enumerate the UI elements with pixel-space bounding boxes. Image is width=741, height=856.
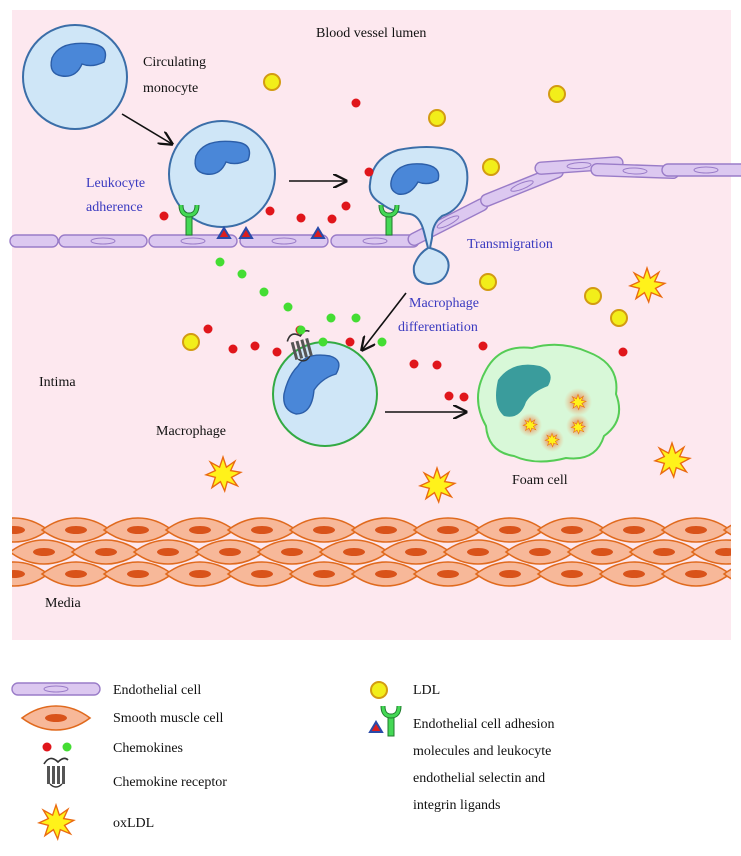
chemokine-red-dot	[265, 206, 275, 216]
svg-text:integrin ligands: integrin ligands	[413, 798, 501, 813]
chemokine-red-dot	[444, 391, 454, 401]
svg-text:Smooth muscle cell: Smooth muscle cell	[113, 711, 224, 726]
media-label: Media	[45, 596, 82, 611]
chemokine-red-dot	[203, 324, 213, 334]
chemokine-green-dot	[215, 257, 225, 267]
svg-text:Endothelial cell adhesion: Endothelial cell adhesion	[413, 717, 555, 732]
chemokine-green-dot	[259, 287, 269, 297]
chemokine-red-dot	[459, 392, 469, 402]
circulating-label-1: Circulating	[143, 55, 206, 70]
legend-chemokine-receptor: Chemokine receptor	[43, 757, 227, 790]
legend-ldl: LDL	[370, 681, 440, 699]
media-smooth-muscle	[12, 517, 731, 587]
svg-text:Endothelial cell: Endothelial cell	[113, 683, 201, 698]
adherent-monocyte	[168, 120, 276, 228]
chemokine-green-dot	[351, 313, 361, 323]
circulating-monocyte	[22, 24, 128, 130]
macrophage-label: Macrophage	[156, 424, 226, 439]
svg-text:molecules and leukocyte: molecules and leukocyte	[413, 744, 551, 759]
legend-chemokines: Chemokines	[42, 741, 183, 756]
chemokine-red-dot	[432, 360, 442, 370]
chemokine-red-dot	[296, 213, 306, 223]
svg-text:Chemokine receptor: Chemokine receptor	[113, 775, 227, 790]
chemokine-green-dot	[318, 337, 328, 347]
chemokine-green-dot	[377, 337, 387, 347]
svg-text:oxLDL: oxLDL	[113, 816, 154, 831]
legend-smooth-muscle: Smooth muscle cell	[21, 705, 224, 731]
macrophage-diff-label-2: differentiation	[398, 320, 478, 335]
chemokine-red-dot	[618, 347, 628, 357]
svg-text:endothelial selectin and: endothelial selectin and	[413, 771, 545, 786]
legend-endothelial: Endothelial cell	[11, 682, 201, 698]
svg-text:LDL: LDL	[413, 683, 440, 698]
chemokine-red-dot	[327, 214, 337, 224]
chemokine-green-dot	[296, 325, 306, 335]
leukocyte-label-1: Leukocyte	[86, 176, 145, 191]
chemokine-green-dot	[237, 269, 247, 279]
chemokine-red-dot	[341, 201, 351, 211]
chemokine-red-dot	[345, 337, 355, 347]
adhesion-molecules	[181, 205, 397, 239]
svg-text:Chemokines: Chemokines	[113, 741, 183, 756]
foam-cell	[477, 343, 620, 463]
arrows	[121, 113, 466, 412]
endothelium-layer	[9, 155, 741, 249]
transmigration-label: Transmigration	[467, 237, 553, 252]
chemokine-green-dot	[283, 302, 293, 312]
chemokine-red-dot	[478, 341, 488, 351]
macrophage-diff-label-1: Macrophage	[409, 296, 479, 311]
leukocyte-label-2: adherence	[86, 200, 143, 215]
lumen-label: Blood vessel lumen	[316, 26, 426, 41]
foam-cell-label: Foam cell	[512, 473, 568, 488]
chemokine-green-dot	[326, 313, 336, 323]
chemokine-red-dot	[409, 359, 419, 369]
chemokine-red-dot	[228, 344, 238, 354]
intima-label: Intima	[39, 375, 76, 390]
chemokines	[159, 98, 628, 402]
legend: Endothelial cell Smooth muscle cell Chem…	[11, 681, 555, 840]
legend-adhesion: Endothelial cell adhesion molecules and …	[368, 706, 555, 813]
chemokine-red-dot	[159, 211, 169, 221]
circulating-label-2: monocyte	[143, 81, 198, 96]
legend-oxldl: oxLDL	[38, 804, 154, 840]
chemokine-red-dot	[272, 347, 282, 357]
chemokine-red-dot	[250, 341, 260, 351]
chemokine-red-dot	[351, 98, 361, 108]
chemokine-red-dot	[364, 167, 374, 177]
transmigrating-monocyte	[368, 146, 469, 286]
